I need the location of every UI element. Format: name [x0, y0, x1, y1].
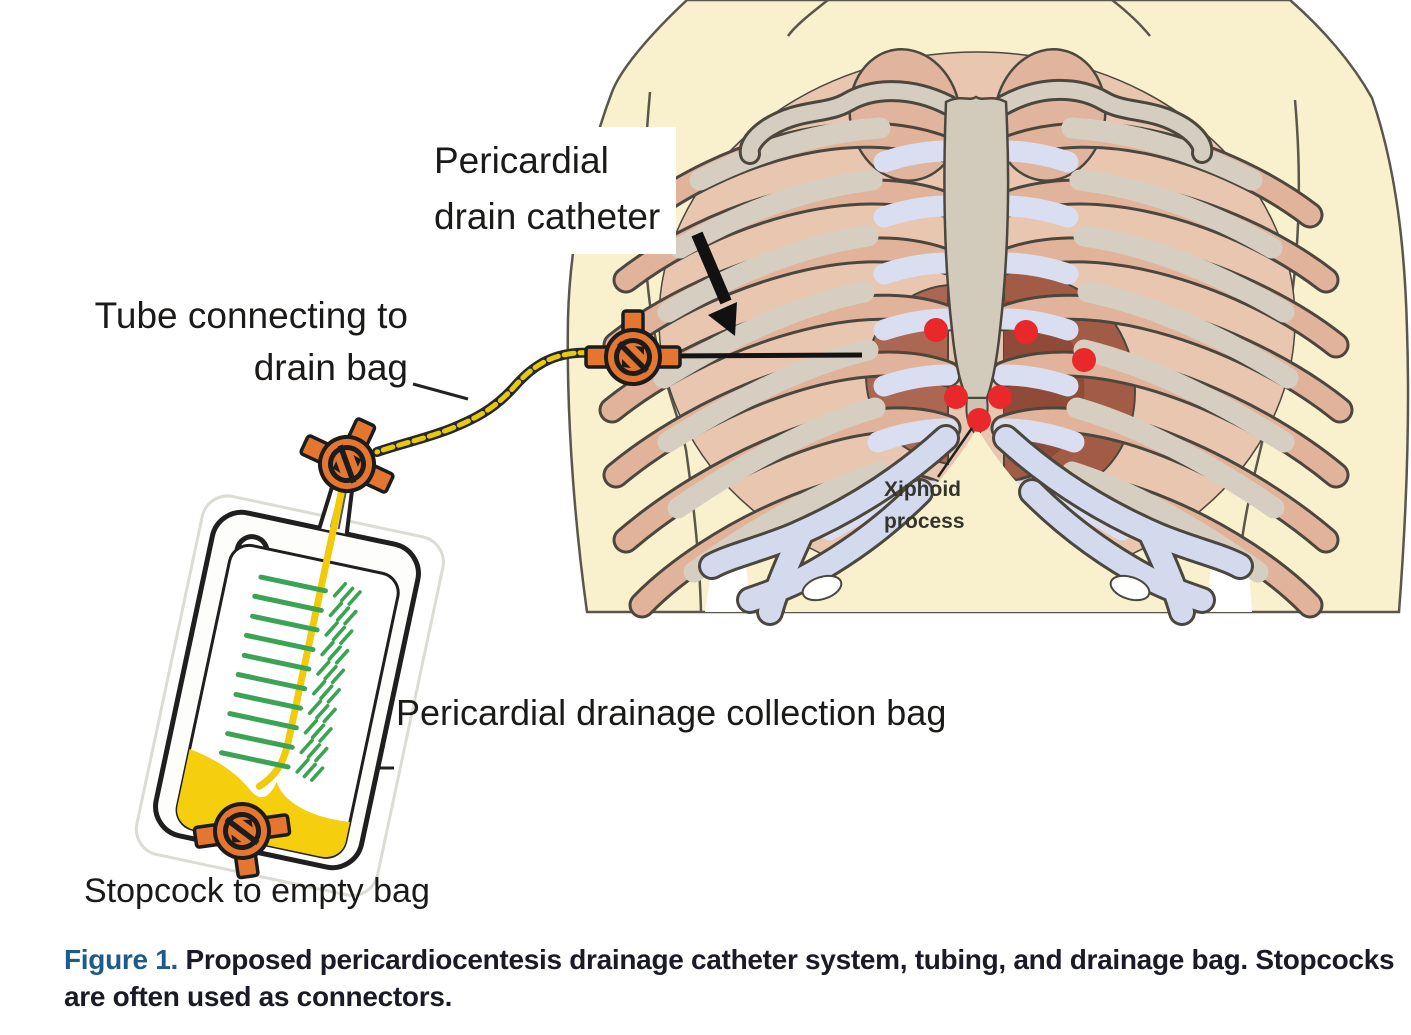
bag-inlet-stopcock [293, 402, 409, 508]
puncture-site-dot [1014, 320, 1038, 344]
graduation-scale [219, 574, 328, 770]
xiphoid-label-pointer [936, 427, 974, 478]
label-xiphoid-process: Xiphoid process [884, 474, 965, 537]
figure-caption-text-line1: Proposed pericardiocentesis drainage cat… [185, 944, 1395, 975]
label-line: drain catheter [434, 195, 661, 237]
puncture-site-dot [967, 408, 991, 432]
catheter-arrow [691, 231, 737, 336]
label-pericardial-drain-catheter: Pericardial drain catheter [420, 127, 677, 254]
puncture-sites [924, 318, 1096, 432]
label-line: Xiphoid [884, 478, 961, 501]
catheter-line [660, 352, 863, 359]
label-line: Tube connecting to [94, 295, 408, 336]
tube-label-pointer [412, 382, 469, 401]
costal-margin [698, 424, 1254, 626]
puncture-site-dot [988, 385, 1012, 409]
puncture-site-dot [944, 385, 968, 409]
figure-caption-text-line2: are often used as connectors. [64, 980, 453, 1012]
label-stopcock-empty-bag: Stopcock to empty bag [84, 872, 430, 910]
drainage-bag [134, 461, 445, 897]
medical-illustration [134, 0, 1410, 897]
label-collection-bag: Pericardial drainage collection bag [396, 692, 947, 733]
figure-caption: Figure 1. Proposed pericardiocentesis dr… [64, 942, 1400, 1016]
label-line: process [884, 509, 965, 533]
label-line: Pericardial [434, 140, 609, 181]
puncture-site-dot [1072, 348, 1096, 372]
figure-caption-number: Figure 1. [64, 944, 178, 975]
clavicles [738, 78, 1214, 165]
torso [566, 0, 1410, 626]
puncture-site-dot [924, 318, 948, 342]
label-tube-connecting: Tube connecting to drain bag [60, 290, 408, 394]
label-line: drain bag [253, 346, 408, 388]
